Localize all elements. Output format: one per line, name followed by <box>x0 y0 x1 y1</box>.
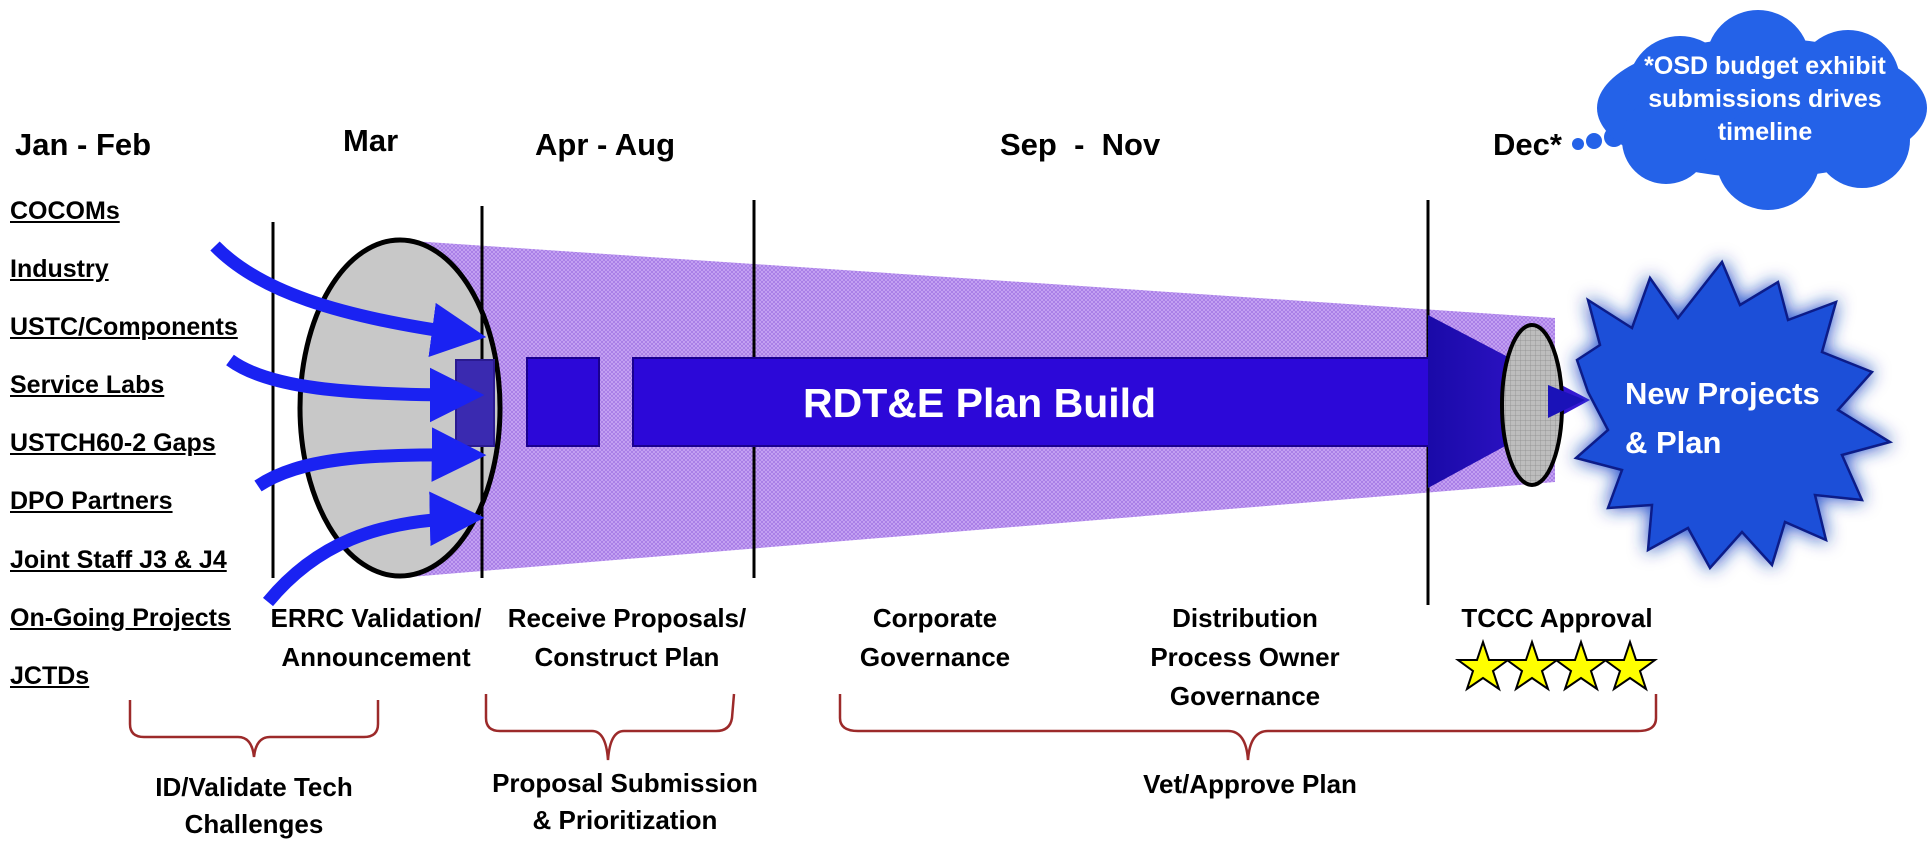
source-item-cocoms: COCOMs <box>10 197 120 225</box>
period-dec: Dec* <box>1493 127 1562 162</box>
stage-corporate: Corporate Governance <box>830 599 1040 677</box>
stage-errc-line-1: ERRC Validation/ <box>270 603 482 633</box>
star-icon <box>1552 638 1610 692</box>
burst-text: New Projects & Plan <box>1625 369 1820 467</box>
stage-corporate-line-1: Corporate <box>872 603 998 633</box>
stage-errc: ERRC Validation/ Announcement <box>262 599 490 677</box>
phase-id-validate-line-2: Challenges <box>184 809 324 839</box>
star-icon <box>1601 638 1659 692</box>
stage-receive: Receive Proposals/ Construct Plan <box>492 599 762 677</box>
output-arrow-tip <box>1548 385 1585 418</box>
phase-id-validate-line-1: ID/Validate Tech <box>155 772 353 802</box>
stage-receive-line-2: Construct Plan <box>534 642 720 672</box>
stage-receive-line-1: Receive Proposals/ <box>507 603 747 633</box>
stage-tccc: TCCC Approval <box>1461 603 1653 633</box>
band-block-small <box>455 359 495 447</box>
source-item-dpo-partners: DPO Partners <box>10 487 173 515</box>
stage-distribution-line-3: Governance <box>1169 681 1321 711</box>
source-item-ustch60-gaps: USTCH60-2 Gaps <box>10 429 216 457</box>
source-arrow-3 <box>254 427 487 492</box>
cloud-line-1: *OSD budget exhibit <box>1644 52 1886 80</box>
cloud-text: *OSD budget exhibit submissions drives t… <box>1615 50 1915 149</box>
new-projects-burst <box>1573 259 1894 571</box>
band-title: RDT&E Plan Build <box>803 380 1157 426</box>
stage-distribution-line-1: Distribution <box>1172 603 1318 633</box>
star-icon <box>1454 638 1512 692</box>
stage-errc-line-2: Announcement <box>281 642 471 672</box>
stage-distribution: Distribution Process Owner Governance <box>1125 599 1365 716</box>
source-item-ustc-components: USTC/Components <box>10 313 238 341</box>
source-arrow-1 <box>210 241 487 358</box>
source-item-industry: Industry <box>10 255 109 283</box>
bracket-id-validate <box>128 700 380 758</box>
phase-proposal-line-2: & Prioritization <box>532 805 718 835</box>
approval-stars <box>1454 638 1659 692</box>
star-icon <box>1503 638 1561 692</box>
cloud-line-2: submissions drives <box>1648 85 1882 113</box>
burst-line-1: New Projects <box>1625 376 1820 411</box>
stage-corporate-line-2: Governance <box>859 642 1011 672</box>
rdte-band <box>632 357 1432 447</box>
source-item-ongoing-projects: On-Going Projects <box>10 604 231 632</box>
source-item-service-labs: Service Labs <box>10 371 165 399</box>
bracket-proposal <box>484 693 736 761</box>
period-mar: Mar <box>343 123 399 158</box>
phase-proposal: Proposal Submission & Prioritization <box>470 765 780 839</box>
bracket-vet <box>838 694 1658 761</box>
period-jan-feb: Jan - Feb <box>15 127 152 162</box>
band-block-medium <box>526 357 600 447</box>
stage-distribution-line-2: Process Owner <box>1150 642 1340 672</box>
note-cloud <box>1572 10 1927 210</box>
period-apr-aug: Apr - Aug <box>535 127 676 162</box>
phase-proposal-line-1: Proposal Submission <box>492 768 758 798</box>
cloud-line-3: timeline <box>1717 118 1813 146</box>
source-arrow-2 <box>226 354 485 423</box>
source-arrow-4 <box>262 491 485 607</box>
source-item-jctds: JCTDs <box>10 662 90 690</box>
source-item-joint-staff: Joint Staff J3 & J4 <box>10 546 227 574</box>
phase-vet: Vet/Approve Plan <box>1143 769 1357 799</box>
burst-line-2: & Plan <box>1625 425 1722 460</box>
period-sep-nov: Sep - Nov <box>1000 127 1161 162</box>
phase-id-validate: ID/Validate Tech Challenges <box>123 769 385 843</box>
